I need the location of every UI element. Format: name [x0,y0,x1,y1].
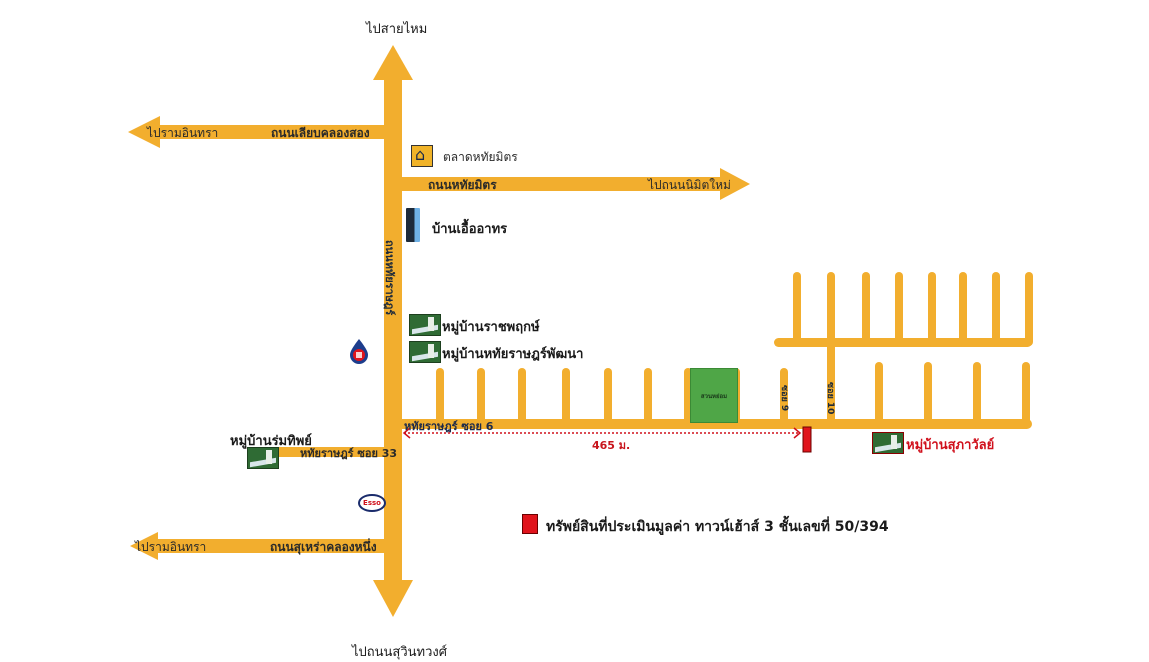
building-icon [406,208,420,242]
main-road-vertical [384,70,402,590]
legend-property-swatch [522,514,538,534]
village-icon [409,341,441,363]
road-label-liap-khlong-song: ถนนเลียบคลองสอง [271,126,370,140]
legend-property-label: ทรัพย์สินที่ประเมินมูลค่า ทาวน์เฮ้าส์ 3 … [546,519,889,535]
direction-west-lower: ไปรามอินทรา [135,540,207,554]
road-surao-khlong-nueng [150,539,390,553]
park-label: สวนหย่อม [700,393,728,400]
direction-south: ไปถนนสุวินทวงศ์ [352,645,448,660]
road-label-soi-6: หทัยราษฎร์ ซอย 6 [404,420,494,433]
direction-west-upper: ไปรามอินทรา [147,126,219,140]
direction-east-upper: ไปถนนนิมิตใหม่ [648,178,731,192]
road-upper-comb [774,338,1032,347]
distance-label: 465 ม. [592,439,631,452]
landmark-market: ตลาดหทัยมิตร [443,150,518,164]
village-icon [247,447,279,469]
road-label-soi-9: ซอย 9 [779,385,789,412]
village-icon [872,432,904,454]
park: สวนหย่อม [690,368,738,423]
direction-north: ไปสายไหม [366,22,428,37]
road-label-main-vertical: ถนนหทัยราษฎร์ [383,240,396,316]
esso-gas-station-icon: Esso [358,494,386,512]
ptt-gas-station-icon [350,339,368,364]
landmark-village-romthip: หมู่บ้านร่มทิพย์ [230,434,312,449]
road-label-hathai-mit: ถนนหทัยมิตร [428,178,497,192]
village-icon [409,314,441,336]
road-liap-khlong-song [150,125,390,139]
road-soi-33 [265,447,390,457]
landmark-village-ratchaphruek: หมู่บ้านราชพฤกษ์ [442,320,540,335]
landmark-village-hathairat-phatthana: หมู่บ้านหทัยราษฎร์พัฒนา [442,347,584,362]
landmark-building: บ้านเอื้ออาทร [432,222,508,237]
property-marker [802,426,812,453]
west-arrow-upper [128,116,160,148]
road-label-surao-khlong-nueng: ถนนสุเหร่าคลองหนึ่ง [270,540,377,554]
east-arrow-upper [720,168,750,200]
market-icon [411,145,433,167]
landmark-village-suphawan: หมู่บ้านสุภาวัลย์ [906,438,995,453]
road-hathai-mit [395,177,725,191]
distance-arrow-left [402,427,411,439]
distance-arrow-right [793,427,802,439]
road-soi-6 [395,419,1032,429]
road-label-soi-33: หทัยราษฎร์ ซอย 33 [300,447,398,460]
west-arrow-lower [130,532,158,560]
road-label-soi-10: ซอย 10 [825,382,835,415]
north-arrow [373,45,413,80]
south-arrow [373,580,413,617]
